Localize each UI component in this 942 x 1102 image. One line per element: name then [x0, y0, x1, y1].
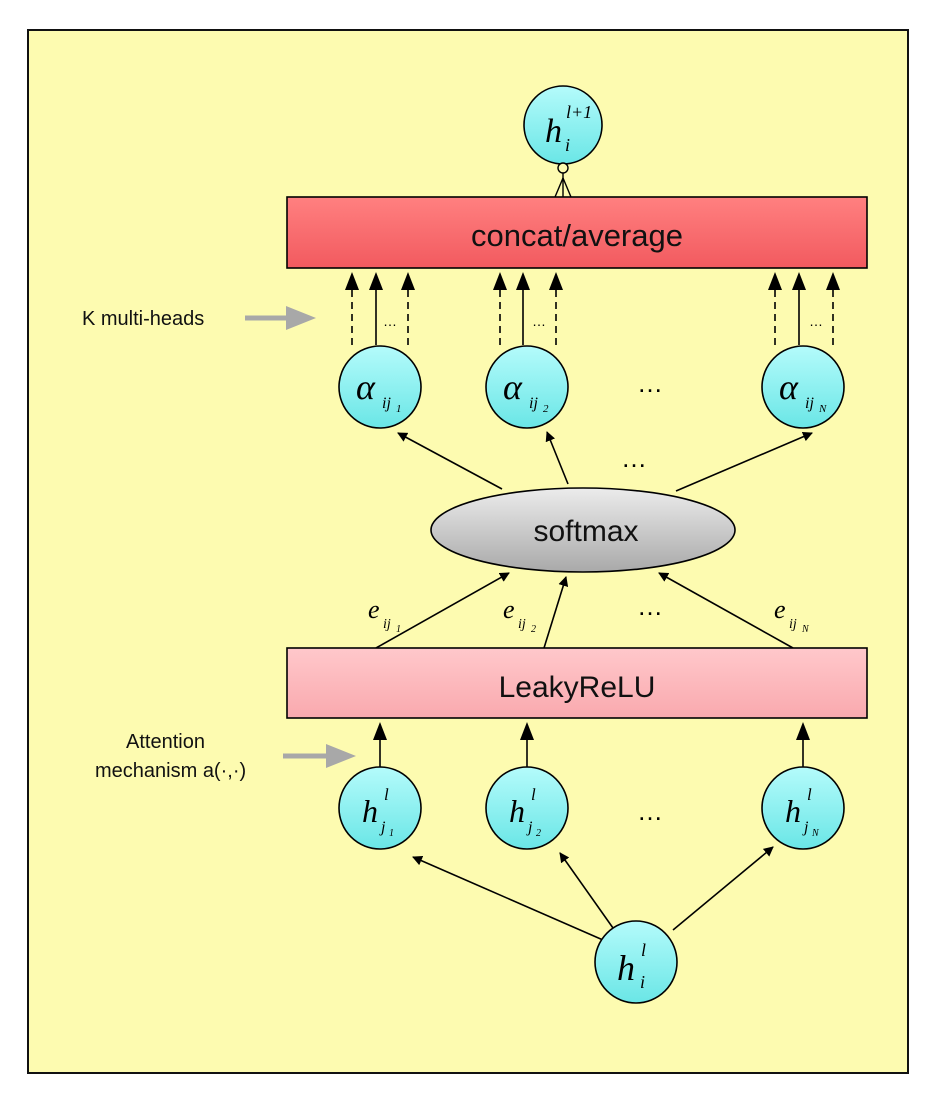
svg-text:1: 1 — [396, 624, 401, 635]
leakyrelu-box: LeakyReLU — [286, 647, 868, 719]
alpha-node-1: α ij 1 — [338, 345, 422, 429]
svg-text:ij: ij — [382, 395, 391, 412]
softmax-output-ellipsis: … — [621, 443, 647, 473]
svg-text:h: h — [617, 948, 635, 988]
output-node: h l+1 i — [523, 85, 603, 165]
output-node-base: h — [545, 113, 562, 150]
e-ellipsis: … — [637, 591, 663, 621]
svg-text:h: h — [362, 793, 378, 829]
attention-annotation-line2: mechanism a(·,·) — [95, 760, 246, 782]
leaky-to-softmax-arrows — [375, 572, 794, 649]
output-node-sub: i — [565, 135, 570, 155]
neighbor-node-2: h l j 2 — [485, 766, 569, 850]
svg-text:ij: ij — [805, 395, 814, 412]
svg-text:ij: ij — [529, 395, 538, 412]
multihead-ellipsis-2: … — [532, 313, 546, 329]
svg-text:2: 2 — [536, 828, 541, 839]
svg-text:e: e — [503, 595, 515, 624]
neighbor-node-n: h l j N — [761, 766, 845, 850]
svg-text:ij: ij — [518, 617, 526, 632]
output-node-sup: l+1 — [566, 102, 592, 122]
svg-text:e: e — [368, 595, 380, 624]
svg-text:j: j — [379, 819, 386, 836]
alpha-ellipsis: … — [637, 368, 663, 398]
svg-text:N: N — [811, 828, 820, 839]
svg-text:e: e — [774, 595, 786, 624]
alpha-node-n: α ij N — [761, 345, 845, 429]
multihead-arrows — [345, 272, 840, 345]
e-label-1: e ij 1 — [368, 595, 401, 635]
leakyrelu-label: LeakyReLU — [499, 671, 656, 704]
svg-text:α: α — [779, 367, 799, 407]
attention-annotation-line1: Attention — [126, 731, 205, 753]
multihead-annotation: K multi-heads — [82, 306, 316, 330]
softmax-label: softmax — [533, 515, 638, 548]
neighbor-to-leaky-arrows — [373, 722, 810, 768]
svg-text:1: 1 — [396, 403, 402, 415]
attention-annotation: Attention mechanism a(·,·) — [95, 731, 356, 782]
neighbor-node-1: h l j 1 — [338, 766, 422, 850]
svg-text:h: h — [785, 793, 801, 829]
svg-text:1: 1 — [389, 828, 394, 839]
svg-text:α: α — [356, 367, 376, 407]
e-label-n: e ij N — [774, 595, 810, 635]
svg-text:l: l — [807, 785, 812, 804]
svg-text:i: i — [640, 972, 645, 992]
svg-text:2: 2 — [531, 624, 536, 635]
softmax-to-alpha-arrows — [397, 431, 813, 492]
alpha-node-2: α ij 2 — [485, 345, 569, 429]
svg-text:ij: ij — [383, 617, 391, 632]
input-to-neighbor-arrows — [412, 846, 774, 941]
concat-average-box: concat/average — [286, 196, 868, 269]
neighbor-ellipsis: … — [637, 796, 663, 826]
multihead-small-ellipses: … … … — [383, 313, 823, 329]
svg-text:h: h — [509, 793, 525, 829]
concat-label: concat/average — [471, 218, 683, 253]
output-connector — [554, 162, 572, 198]
softmax-node: softmax — [430, 487, 736, 573]
svg-text:j: j — [802, 819, 809, 836]
svg-text:l: l — [641, 940, 646, 960]
input-node: h l i — [594, 920, 678, 1004]
e-label-2: e ij 2 — [503, 595, 536, 635]
svg-text:l: l — [531, 785, 536, 804]
multihead-annotation-text: K multi-heads — [82, 308, 204, 330]
svg-text:N: N — [818, 403, 827, 415]
svg-text:N: N — [801, 624, 810, 635]
svg-text:ij: ij — [789, 617, 797, 632]
svg-text:2: 2 — [543, 403, 549, 415]
multihead-ellipsis-1: … — [383, 313, 397, 329]
multihead-ellipsis-3: … — [809, 313, 823, 329]
svg-text:l: l — [384, 785, 389, 804]
svg-text:α: α — [503, 367, 523, 407]
svg-text:j: j — [526, 819, 533, 836]
